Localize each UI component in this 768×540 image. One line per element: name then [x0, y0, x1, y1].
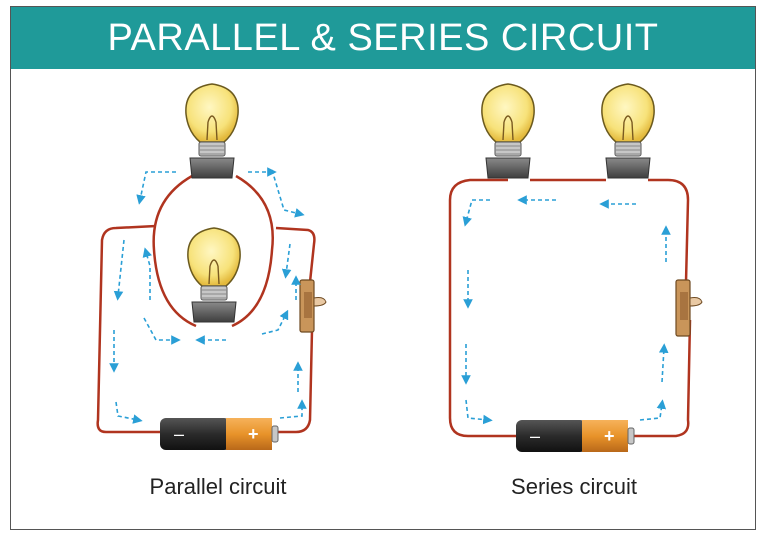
battery-plus: + [604, 426, 615, 446]
current-arrow-icon [281, 243, 292, 279]
page-title: PARALLEL & SERIES CIRCUIT [11, 7, 755, 69]
current-arrow-icon [261, 309, 289, 335]
current-arrow-icon [136, 171, 176, 205]
current-arrow-icon [271, 169, 305, 218]
current-arrow-icon [113, 239, 125, 301]
current-arrow-icon [142, 247, 152, 300]
battery-minus: – [174, 424, 184, 444]
current-arrow-icon [462, 199, 490, 227]
current-arrow-icon [639, 399, 667, 421]
light-bulb-icon [601, 83, 655, 179]
current-arrow-icon [658, 343, 669, 383]
current-arrow-icon [143, 317, 181, 345]
parallel-branch-wire [152, 174, 274, 328]
series-wire [448, 178, 692, 438]
battery-plus: + [248, 424, 259, 444]
current-arrow-icon [465, 399, 493, 425]
current-arrow-icon [115, 401, 143, 424]
switch-icon [675, 279, 703, 337]
light-bulb-icon [185, 83, 239, 179]
current-arrow-icon [279, 399, 307, 419]
current-arrows-parallel [109, 167, 307, 424]
light-bulb-icon [481, 83, 535, 179]
battery-icon: – + [160, 418, 279, 450]
battery-minus: – [530, 426, 540, 446]
parallel-circuit-caption: Parallel circuit [149, 474, 287, 499]
parallel-outer-wire [96, 224, 316, 434]
switch-icon [299, 279, 327, 333]
battery-icon: – + [516, 420, 635, 452]
parallel-circuit: – + [96, 83, 327, 450]
light-bulb-icon [187, 227, 241, 323]
current-arrows-series [461, 195, 671, 425]
series-circuit-caption: Series circuit [511, 474, 637, 499]
series-circuit: – + [448, 83, 703, 452]
